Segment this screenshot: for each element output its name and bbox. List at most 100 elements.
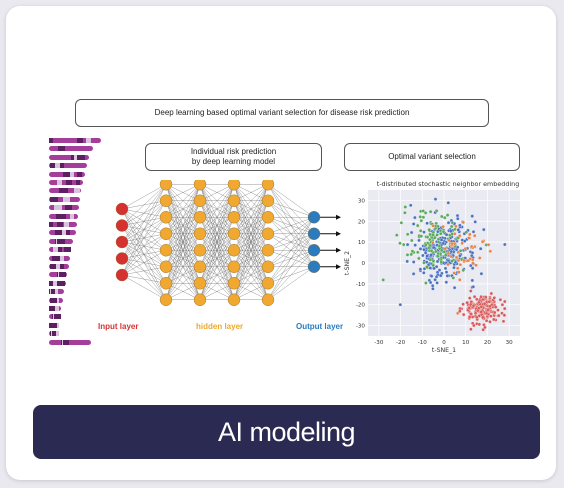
scatter-point	[470, 278, 475, 283]
chromosome-band	[52, 331, 56, 337]
chromosome-band	[49, 280, 55, 286]
scatter-point	[444, 280, 449, 284]
scatter-point	[437, 268, 442, 272]
y-tick-label: 30	[358, 198, 366, 204]
x-tick-label: -30	[374, 340, 384, 346]
scatter-point	[472, 294, 477, 299]
output-arrowhead	[336, 214, 341, 220]
scatter-point	[493, 305, 498, 309]
chromosome-band	[55, 264, 60, 269]
scatter-point	[431, 233, 435, 237]
scatter-point	[449, 224, 454, 229]
scatter-point	[446, 251, 451, 256]
scatter-point	[405, 242, 410, 247]
chromosome-band	[67, 205, 71, 211]
banner-label: AI modeling	[217, 416, 356, 447]
chromosome-band	[52, 297, 57, 303]
hidden-node	[227, 194, 241, 207]
scatter-point	[469, 312, 473, 316]
scatter-point	[418, 267, 423, 271]
scatter-point	[411, 222, 416, 226]
chromosome-bar	[49, 264, 69, 269]
output-arrowhead	[336, 264, 341, 270]
scatter-point	[445, 213, 450, 217]
scatter-point	[476, 308, 480, 313]
chromosome-band	[57, 280, 65, 286]
chromosome-bar	[49, 297, 63, 303]
scatter-point	[503, 242, 507, 247]
scatter-point	[482, 227, 486, 232]
scatter-point	[435, 259, 440, 264]
scatter-point	[458, 253, 462, 258]
chromosome-bar	[49, 171, 85, 177]
hidden-node	[159, 293, 173, 306]
scatter-point	[439, 231, 443, 236]
scatter-point	[461, 312, 466, 317]
scatter-point	[462, 258, 466, 263]
scatter-point	[468, 232, 472, 237]
chromosome-row	[40, 230, 100, 236]
ai-modeling-banner[interactable]: AI modeling	[33, 405, 540, 459]
chromosome-band	[49, 306, 55, 311]
y-axis-label: t-SNE_2	[344, 251, 351, 275]
scatter-point	[458, 234, 462, 238]
scatter-point	[428, 232, 432, 237]
chromosome-bar	[49, 154, 89, 160]
chromosome-row	[40, 331, 100, 337]
scatter-point	[453, 227, 457, 232]
scatter-point	[446, 201, 451, 205]
scatter-point	[469, 263, 473, 268]
scatter-point	[398, 302, 403, 307]
hidden-node	[193, 293, 207, 306]
chromosome-band	[64, 222, 69, 227]
scatter-point	[435, 233, 439, 237]
scatter-point	[452, 285, 457, 290]
chromosome-band	[50, 196, 58, 202]
scatter-point	[398, 241, 402, 245]
scatter-point	[405, 232, 410, 237]
scatter-point	[419, 234, 424, 238]
hidden-node	[193, 227, 207, 240]
chromosome-band	[55, 230, 62, 236]
chromosome-band	[49, 222, 53, 227]
scatter-points	[381, 197, 507, 332]
scatter-point	[395, 233, 399, 237]
scatter-point	[427, 227, 431, 232]
scatter-point	[444, 270, 449, 274]
scatter-point	[472, 233, 477, 238]
scatter-point	[415, 223, 420, 228]
chromosome-band	[58, 247, 62, 253]
scatter-point	[477, 300, 481, 305]
scatter-point	[445, 274, 450, 278]
scatter-point	[458, 309, 462, 313]
y-tick-label: 20	[358, 219, 366, 225]
scatter-point	[433, 236, 437, 240]
chromosome-bar	[49, 180, 83, 185]
chromosome-row	[40, 205, 100, 211]
scatter-point	[411, 272, 416, 276]
chromosome-bar	[49, 272, 67, 278]
scatter-point	[489, 314, 493, 318]
scatter-point	[458, 278, 462, 282]
hidden-node	[159, 211, 173, 224]
neural-network-diagram	[115, 180, 341, 306]
scatter-point	[409, 252, 413, 257]
scatter-point	[478, 256, 482, 260]
chromosome-row	[40, 222, 100, 228]
hidden-layer-label: hidden layer	[196, 322, 244, 331]
hidden-node	[193, 244, 207, 257]
chromosome-band	[63, 339, 68, 345]
scatter-point	[438, 228, 443, 233]
chromosome-row	[40, 306, 100, 312]
scatter-point	[443, 266, 448, 271]
chromosome-band	[51, 289, 55, 295]
chart-title: t-distributed stochastic neighbor embedd…	[377, 180, 520, 188]
scatter-point	[434, 274, 439, 279]
scatter-point	[436, 240, 441, 244]
scatter-point	[479, 310, 483, 314]
scatter-point	[484, 311, 489, 316]
scatter-point	[475, 315, 479, 320]
chromosome-row	[40, 188, 100, 194]
scatter-point	[401, 242, 406, 247]
chromosome-band	[52, 255, 57, 261]
